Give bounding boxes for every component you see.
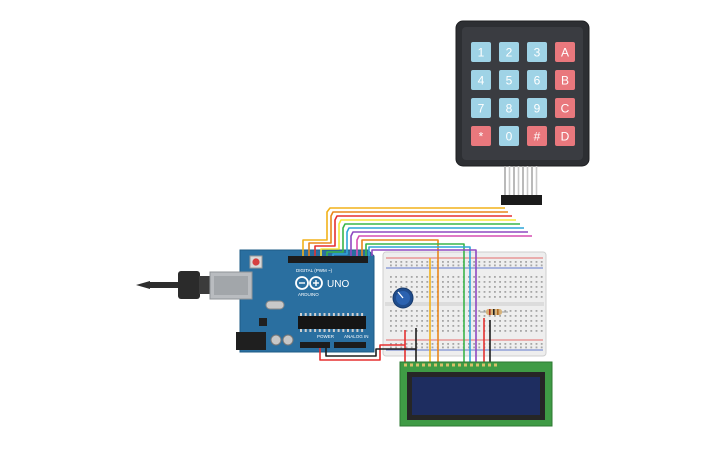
wire-orange-2[interactable] [361, 239, 439, 258]
wire-orange[interactable] [308, 211, 508, 256]
key-4[interactable]: 4 [471, 70, 491, 90]
key-label: * [479, 130, 484, 144]
wire-purple[interactable] [350, 231, 528, 256]
key-C[interactable]: C [555, 98, 575, 118]
wire-lightyellow[interactable] [320, 219, 516, 256]
key-8[interactable]: 8 [499, 98, 519, 118]
reset-button-cap [252, 258, 260, 266]
wire-purple-2[interactable] [371, 249, 477, 258]
wire-yellow[interactable] [302, 207, 505, 256]
key-label: 7 [478, 102, 485, 116]
key-7[interactable]: 7 [471, 98, 491, 118]
power-jack[interactable] [236, 332, 266, 350]
wire-blue-2[interactable] [368, 246, 471, 258]
key-label: 0 [506, 130, 513, 144]
keypad-keys: 1 2 3 A 4 5 6 B 7 8 9 C * 0 # D [471, 42, 575, 146]
key-label: 6 [534, 74, 541, 88]
key-label: 5 [506, 74, 513, 88]
keypad-face [462, 27, 583, 160]
lcd-header-pins [404, 363, 497, 367]
wire-red[interactable] [314, 215, 512, 256]
key-label: 3 [534, 46, 541, 60]
capacitor [282, 334, 294, 346]
keypad-ribbon-cable [504, 166, 538, 196]
key-D[interactable]: D [555, 126, 575, 146]
wire-gnd[interactable] [325, 348, 416, 357]
usb-cable-end [136, 281, 150, 289]
key-label: 9 [534, 102, 541, 116]
wire-5v[interactable] [319, 344, 405, 361]
digital-pwm-label: DIGITAL (PWM ~) [296, 268, 333, 273]
atmega-chip [298, 316, 366, 329]
key-5[interactable]: 5 [499, 70, 519, 90]
key-label: 4 [478, 74, 485, 88]
key-1[interactable]: 1 [471, 42, 491, 62]
key-label: 1 [478, 46, 485, 60]
capacitor [270, 334, 282, 346]
key-label: C [561, 102, 570, 116]
keypad-4x4[interactable]: 1 2 3 A 4 5 6 B 7 8 9 C * 0 # D [455, 20, 590, 205]
chip-pins [300, 313, 364, 332]
wire-cyan[interactable] [332, 227, 524, 256]
key-B[interactable]: B [555, 70, 575, 90]
crystal [265, 300, 285, 310]
key-label: D [561, 130, 570, 144]
usb-plug-neck [199, 276, 211, 294]
key-A[interactable]: A [555, 42, 575, 62]
key-label: # [534, 130, 541, 144]
key-label: B [561, 74, 569, 88]
small-chip [259, 318, 267, 326]
power-header[interactable] [300, 342, 330, 348]
wire-green[interactable] [326, 223, 520, 256]
lcd-screen [412, 377, 540, 415]
wire-green-2[interactable] [365, 243, 465, 258]
power-label: POWER [317, 334, 335, 339]
key-2[interactable]: 2 [499, 42, 519, 62]
lcd-module-16x2[interactable] [399, 361, 553, 427]
wire-magenta[interactable] [356, 235, 532, 256]
key-label: A [561, 46, 569, 60]
key-9[interactable]: 9 [527, 98, 547, 118]
digital-header[interactable] [288, 256, 368, 263]
resistor[interactable] [480, 309, 508, 315]
brand-label: ARDUINO [298, 292, 319, 297]
usb-port-inner [214, 276, 248, 295]
key-label: 2 [506, 46, 513, 60]
key-0[interactable]: 0 [499, 126, 519, 146]
arduino-uno-board[interactable]: UNO DIGITAL (PWM ~) ARDUINO POWER ANALOG… [136, 249, 375, 353]
key-3[interactable]: 3 [527, 42, 547, 62]
usb-plug [178, 271, 200, 299]
key-*[interactable]: * [471, 126, 491, 146]
keypad-connector [501, 195, 542, 205]
wire-bundle[interactable] [302, 207, 532, 362]
analog-header[interactable] [334, 342, 366, 348]
board-model-label: UNO [327, 279, 349, 290]
arduino-logo [295, 276, 323, 290]
analog-in-label: ANALOG IN [344, 334, 369, 339]
key-label: 8 [506, 102, 513, 116]
key-6[interactable]: 6 [527, 70, 547, 90]
potentiometer[interactable] [392, 287, 414, 309]
key-#[interactable]: # [527, 126, 547, 146]
usb-cable [150, 282, 180, 288]
